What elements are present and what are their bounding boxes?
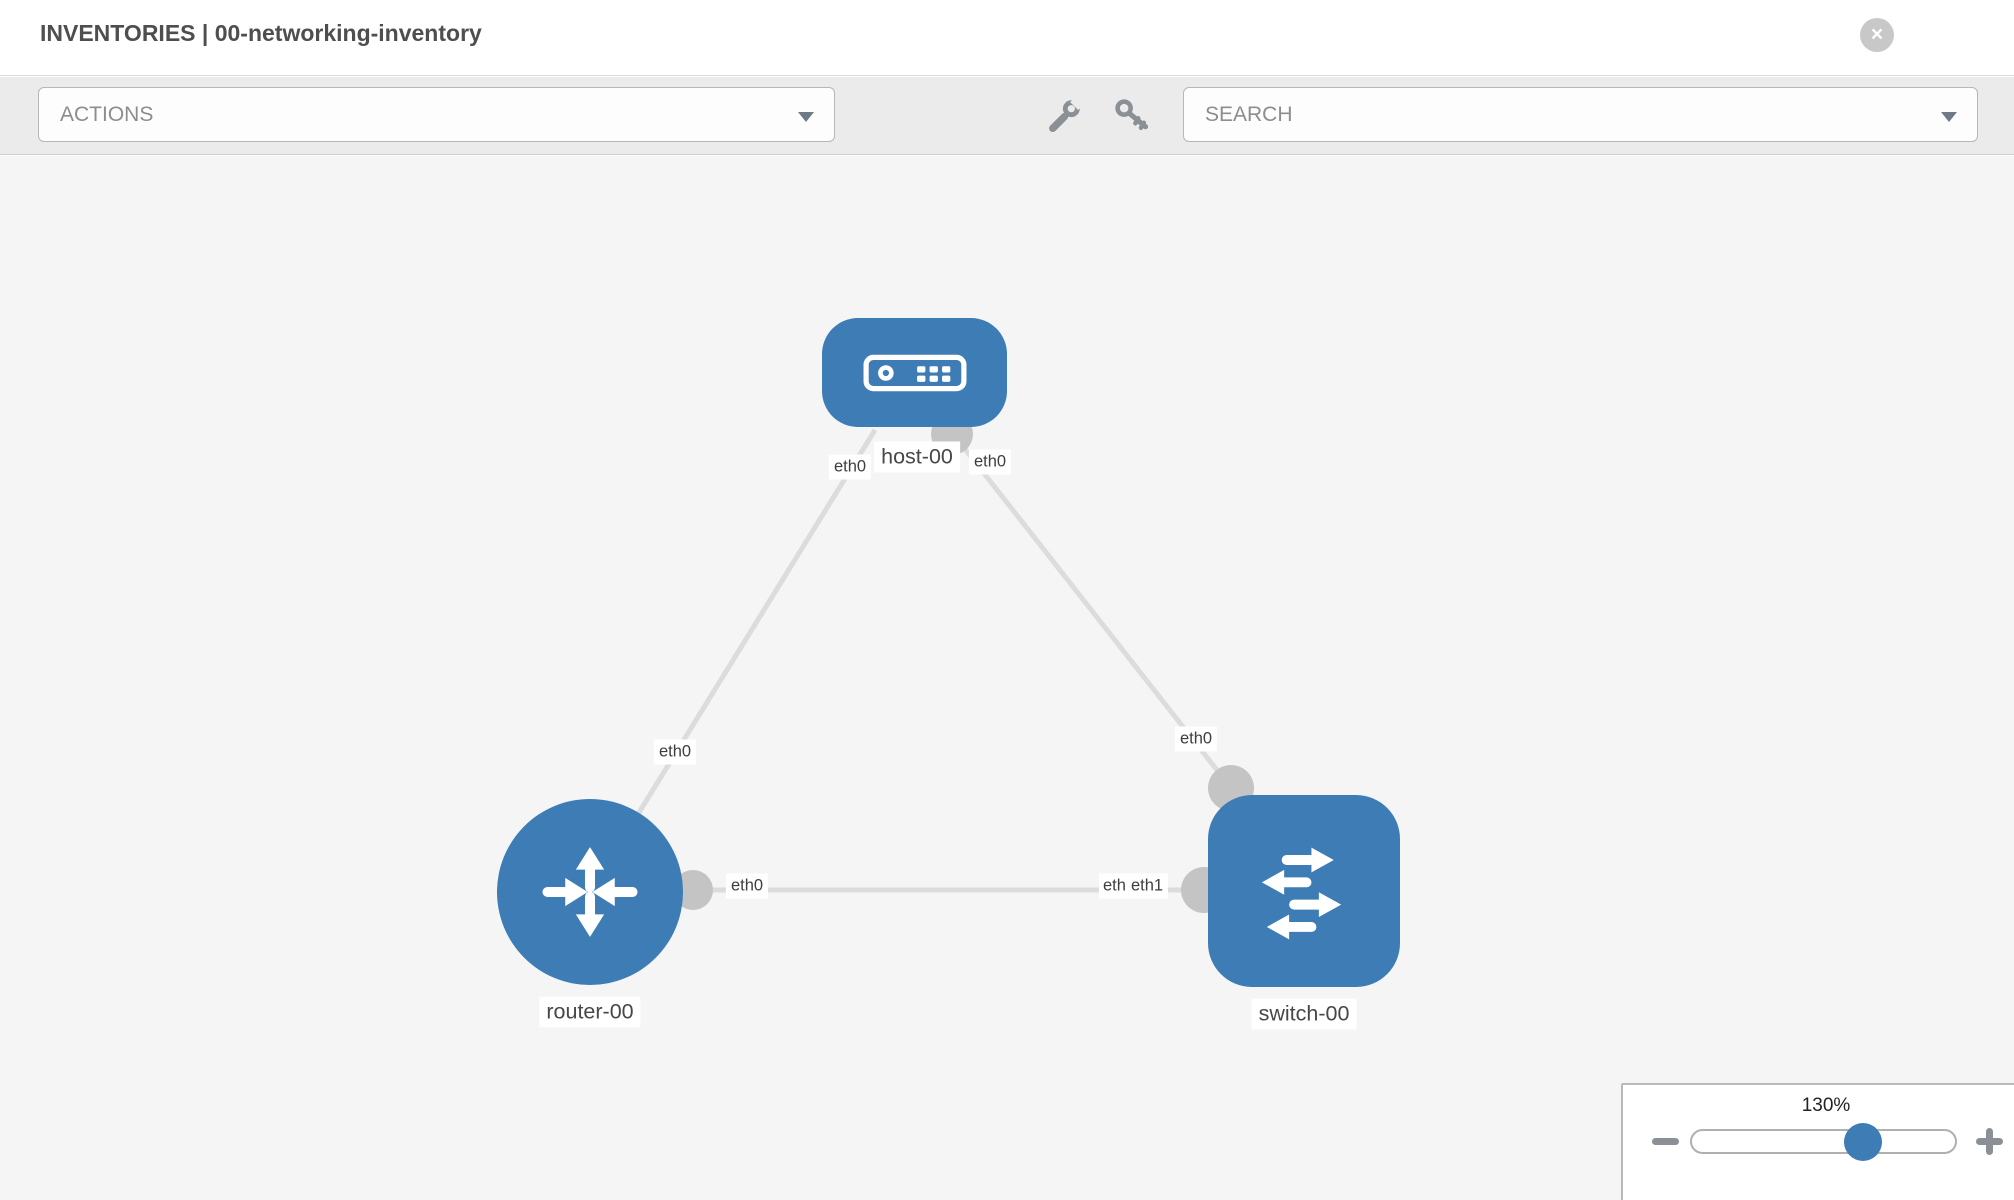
- node-label-router: router-00: [539, 996, 641, 1028]
- node-router-00[interactable]: [497, 799, 683, 985]
- actions-dropdown-label: ACTIONS: [60, 103, 154, 126]
- zoom-level-value: 130%: [1801, 1095, 1851, 1116]
- chevron-down-icon: [798, 112, 814, 122]
- node-label-host: host-00: [874, 441, 960, 473]
- wrench-icon[interactable]: [1046, 98, 1082, 134]
- plus-icon: [1986, 1128, 1993, 1155]
- iface-label-router-eth0-right: eth0: [725, 873, 769, 899]
- zoom-slider-thumb[interactable]: [1844, 1123, 1882, 1161]
- iface-label-host-eth0-right: eth0: [968, 449, 1012, 475]
- node-host-00[interactable]: [822, 318, 1007, 427]
- zoom-in-button[interactable]: [1973, 1125, 2006, 1158]
- router-icon: [542, 847, 638, 937]
- topology-canvas[interactable]: [0, 156, 2014, 1200]
- toolbar: ACTIONS SEARCH: [0, 77, 2014, 155]
- close-icon[interactable]: ×: [1860, 18, 1894, 52]
- node-label-switch: switch-00: [1251, 998, 1357, 1030]
- zoom-slider-track[interactable]: [1690, 1129, 1957, 1154]
- node-switch-00[interactable]: [1208, 795, 1400, 987]
- page-title: INVENTORIES | 00-networking-inventory: [40, 20, 482, 46]
- switch-icon: [1261, 847, 1342, 940]
- host-icon: [863, 354, 966, 391]
- actions-dropdown[interactable]: ACTIONS: [38, 87, 835, 142]
- iface-label-switch-eth1: eth1: [1125, 873, 1169, 899]
- iface-label-switch-eth0-hidden: eth0: [1099, 873, 1130, 899]
- chevron-down-icon: [1941, 112, 1957, 122]
- search-dropdown[interactable]: SEARCH: [1183, 87, 1978, 142]
- interface-dot-router-eth0[interactable]: [673, 870, 713, 910]
- key-icon[interactable]: [1114, 98, 1150, 134]
- zoom-control-panel: 130%: [1621, 1083, 2014, 1200]
- search-dropdown-label: SEARCH: [1205, 103, 1293, 126]
- iface-label-switch-eth0-top: eth0: [1174, 726, 1218, 752]
- header: INVENTORIES | 00-networking-inventory ×: [0, 0, 2014, 76]
- iface-label-host-eth0-left: eth0: [828, 454, 872, 480]
- zoom-out-button[interactable]: [1652, 1138, 1679, 1145]
- iface-label-router-eth0-top: eth0: [653, 739, 697, 765]
